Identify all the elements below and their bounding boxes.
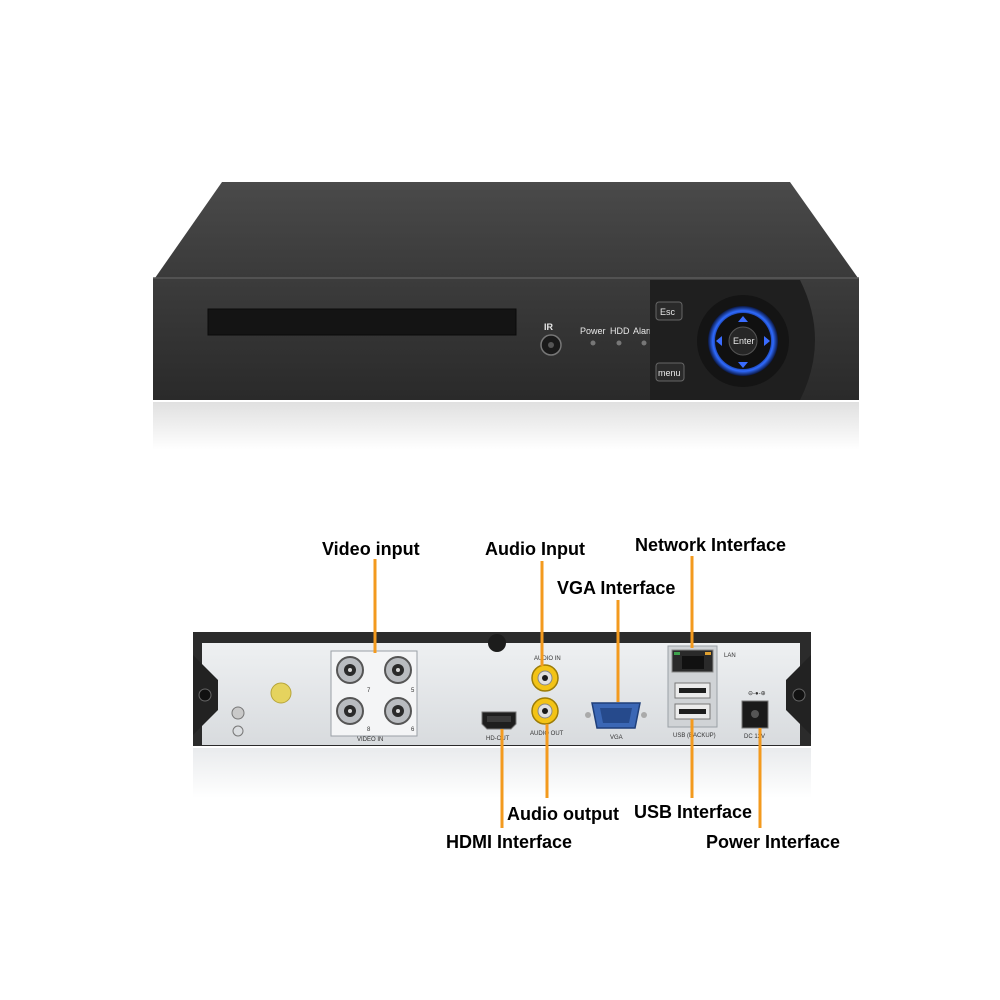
bnc-number-8: 8: [367, 727, 371, 733]
indicator-alarm-label: Alarm: [633, 326, 657, 336]
callout-network-interface: Network Interface: [635, 535, 786, 555]
vga-port-label: VGA: [610, 735, 623, 741]
dvr-rear-view: 7 5 8 6 VIDEO IN HD-OUT AUDIO IN AUDIO O…: [193, 632, 811, 798]
video-in-label: VIDEO IN: [357, 737, 383, 743]
ground-symbol-icon: [232, 725, 244, 737]
bnc-number-5: 5: [411, 688, 415, 694]
audio-in-port-label: AUDIO IN: [534, 656, 561, 662]
lan-port[interactable]: [671, 649, 714, 673]
svg-text:menu: menu: [658, 368, 681, 378]
hdmi-port[interactable]: [481, 711, 517, 730]
bnc-connector-6[interactable]: [384, 697, 412, 725]
arrow-left-icon[interactable]: [716, 336, 722, 346]
front-reflection: [153, 402, 859, 450]
bnc-connector-8[interactable]: [336, 697, 364, 725]
qc-sticker: [270, 682, 292, 704]
ground-screw: [231, 706, 245, 720]
bnc-connector-7[interactable]: [336, 656, 364, 684]
callout-vga-interface: VGA Interface: [557, 578, 675, 598]
callout-hdmi-interface: HDMI Interface: [446, 832, 572, 852]
callout-power-interface: Power Interface: [706, 832, 840, 852]
callout-usb-interface: USB Interface: [634, 802, 752, 822]
alarm-led: [641, 340, 647, 346]
callout-audio-output: Audio output: [507, 804, 619, 824]
esc-button[interactable]: Esc: [655, 301, 683, 321]
bnc-connector-5[interactable]: [384, 656, 412, 684]
bnc-number-7: 7: [367, 688, 371, 694]
svg-text:Esc: Esc: [660, 307, 676, 317]
hdmi-port-label: HD-OUT: [486, 736, 510, 742]
arrow-down-icon[interactable]: [738, 362, 748, 368]
indicator-hdd-label: HDD: [610, 326, 630, 336]
svg-text:Enter: Enter: [733, 336, 755, 346]
enter-button[interactable]: Enter: [728, 326, 758, 356]
ir-label: IR: [544, 322, 554, 332]
arrow-up-icon[interactable]: [738, 316, 748, 322]
dc-power-jack[interactable]: [741, 700, 769, 729]
callout-leaders: [373, 556, 762, 828]
chassis-top: [155, 182, 858, 278]
hdd-led: [616, 340, 622, 346]
usb-port-2[interactable]: [674, 703, 711, 720]
callout-audio-input: Audio Input: [485, 539, 585, 559]
lan-port-label: LAN: [724, 653, 736, 659]
callout-video-input: Video input: [322, 539, 420, 559]
arrow-right-icon[interactable]: [764, 336, 770, 346]
dc-polarity-icon: ⊖-●-⊕: [748, 691, 766, 697]
menu-button[interactable]: menu: [655, 362, 685, 382]
usb-port-label: USB (BACKUP): [673, 733, 716, 739]
usb-port-1[interactable]: [674, 682, 711, 699]
dc-power-label: DC 12V: [744, 734, 765, 740]
bnc-number-6: 6: [411, 727, 415, 733]
front-slot: [207, 308, 517, 336]
power-led: [590, 340, 596, 346]
indicator-power-label: Power: [580, 326, 606, 336]
vga-port[interactable]: [585, 702, 647, 729]
audio-out-rca[interactable]: [531, 697, 559, 725]
audio-in-rca[interactable]: [531, 664, 559, 692]
dvr-front-view: IR Power HDD Alarm Esc menu: [153, 182, 859, 450]
